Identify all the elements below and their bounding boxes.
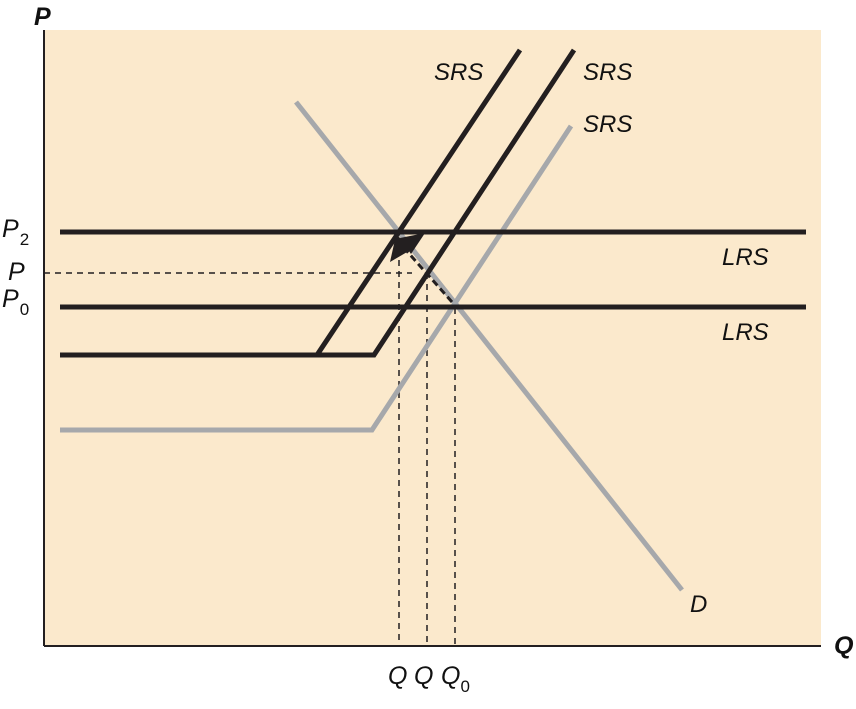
price-label-p0: P0: [2, 285, 29, 319]
quantity-label-q: Q: [388, 662, 407, 690]
x-axis-label: Q: [834, 632, 854, 660]
demand-label: D: [690, 591, 707, 618]
quantity-label-q0: Q0: [441, 662, 470, 696]
arrowhead-down: [390, 235, 414, 262]
quantity-label-q0-sub: 0: [460, 677, 469, 696]
price-label-p0-main: P: [2, 285, 19, 313]
y-axis-label: P: [34, 3, 51, 31]
srs-mid-label: SRS: [583, 59, 632, 86]
lrs-lower-label: LRS: [722, 319, 769, 346]
quantity-label-q2-main: Q: [414, 662, 433, 690]
price-label-p2-main: P: [2, 215, 19, 243]
srs-top-label: SRS: [434, 59, 483, 86]
quantity-label-q0-main: Q: [441, 662, 460, 690]
arrowhead-right: [400, 233, 425, 254]
price-label-p2-sub: 2: [20, 230, 29, 249]
srs-mid-curve: [317, 48, 577, 358]
price-label-p: P: [8, 258, 25, 286]
srs-gray-curve: [60, 124, 574, 433]
srs-gray-label: SRS: [583, 111, 632, 138]
lrs-upper-label: LRS: [722, 244, 769, 271]
adjustment-path-line: [403, 248, 454, 303]
demand-curve: [294, 100, 684, 592]
price-label-p-main: P: [8, 258, 25, 286]
price-label-p2: P2: [2, 215, 29, 249]
quantity-label-q-2: Q: [414, 662, 433, 690]
price-label-p0-sub: 0: [20, 300, 29, 319]
quantity-label-q-main: Q: [388, 662, 407, 690]
